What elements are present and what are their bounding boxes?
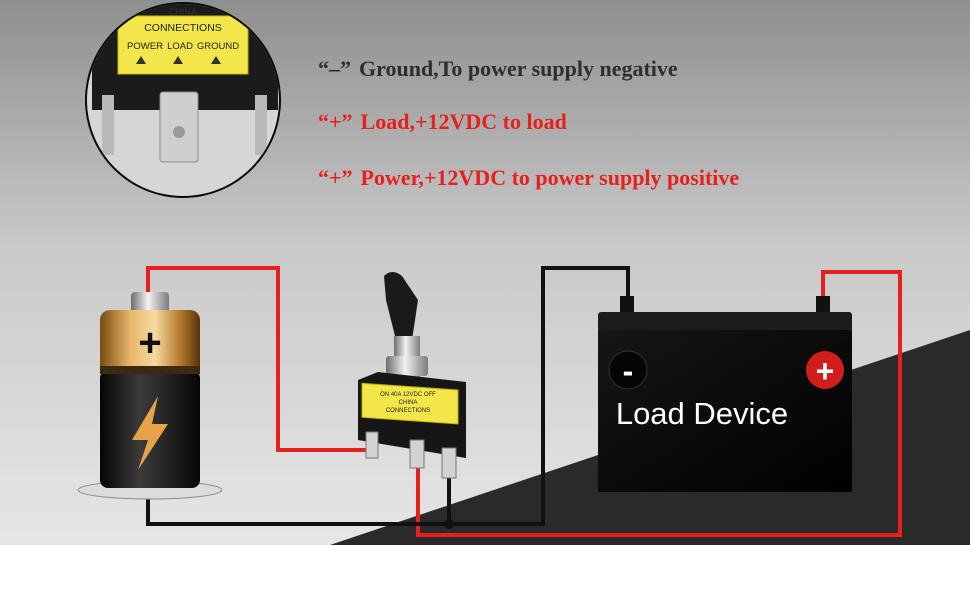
- switch-rating: ON 40A 12VDC OFF: [380, 392, 436, 398]
- wire-battery-negative: [146, 266, 630, 526]
- battery-plus-symbol: +: [138, 321, 161, 365]
- lightning-icon: [132, 396, 168, 470]
- load-device: - +: [598, 296, 852, 492]
- toggle-switch: ON 40A 12VDC OFF CHINA CONNECTIONS: [358, 272, 466, 479]
- inset-terminal-ground: GROUND: [197, 41, 239, 52]
- legend-power-symbol: “+”: [318, 165, 353, 190]
- inset-header: CONNECTIONS: [144, 22, 222, 34]
- legend-load-text: Load,+12VDC to load: [360, 109, 567, 134]
- inset-terminal-load: LOAD: [167, 41, 193, 52]
- bottom-strip: [0, 545, 970, 600]
- legend-ground-text: Ground,To power supply negative: [359, 56, 678, 81]
- wire-load-positive: [416, 270, 902, 537]
- switch-brand: CHINA: [399, 400, 418, 406]
- legend-power: “+” Power,+12VDC to power supply positive: [318, 165, 739, 191]
- legend-ground: “–” Ground,To power supply negative: [318, 56, 678, 82]
- switch-lever: [384, 272, 418, 340]
- legend-ground-symbol: “–”: [318, 56, 351, 81]
- legend-load: “+” Load,+12VDC to load: [318, 109, 567, 135]
- battery: +: [77, 292, 223, 500]
- switch-connections: CONNECTIONS: [386, 408, 430, 414]
- legend-power-text: Power,+12VDC to power supply positive: [360, 165, 740, 190]
- load-positive-symbol: +: [816, 353, 835, 389]
- legend-load-symbol: “+”: [318, 109, 353, 134]
- load-device-label: Load Device: [615, 396, 789, 431]
- inset-terminal-power: POWER: [127, 41, 163, 52]
- load-negative-symbol: -: [623, 353, 634, 389]
- ground-junction: [444, 519, 454, 529]
- inset-brand: CHINA: [169, 7, 197, 17]
